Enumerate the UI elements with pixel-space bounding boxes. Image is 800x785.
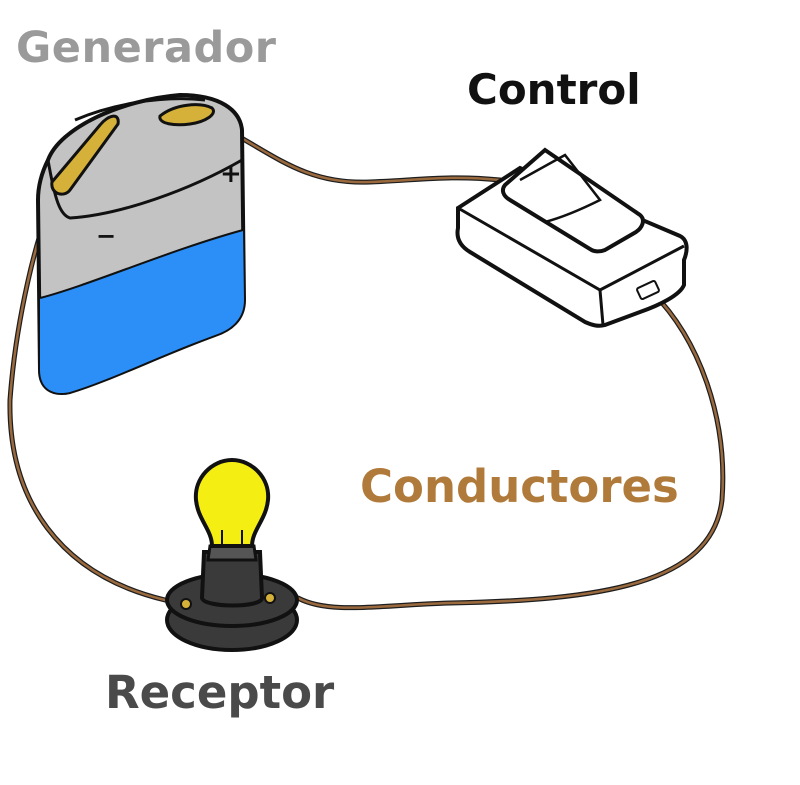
conductors-label: Conductores [360,460,679,513]
control-label: Control [467,65,641,114]
lightbulb-receptor [165,457,299,652]
terminal-screw-left [180,598,192,610]
wire-battery-to-switch [205,117,503,185]
battery-terminal-left [50,114,120,196]
battery-plus-sign: + [220,159,242,189]
bulb-glass [193,457,271,548]
conductor-wires [7,117,726,611]
receiver-label: Receptor [105,666,335,719]
switch-control [455,147,689,328]
battery-charge-level [40,230,244,394]
switch-rocker [500,147,645,254]
socket-holder [199,550,265,608]
terminal-screw-right [264,592,276,604]
battery-terminal-right [158,103,215,127]
switch-base [455,165,689,328]
battery-generator: + − [35,92,247,395]
wire-switch-to-receptor [295,289,726,611]
generator-label: Generador [16,23,277,73]
switch-wire-port [636,279,660,301]
battery-minus-sign: − [96,222,116,250]
